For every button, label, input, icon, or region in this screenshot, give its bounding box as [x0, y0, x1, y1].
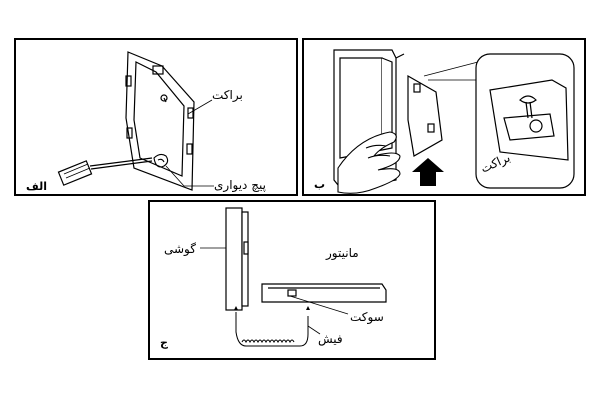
leader-lines-c	[200, 247, 349, 335]
panel-a-drawing	[57, 51, 214, 191]
monitor-device	[261, 283, 387, 303]
plug-label: فیش	[318, 332, 343, 346]
bracket-wall	[407, 74, 443, 157]
monitor-label: مانیتور	[326, 246, 359, 260]
panel-b-letter: ب	[314, 178, 326, 191]
handset-label: گوشی	[164, 242, 196, 256]
zoom-callout	[423, 61, 479, 81]
zoom-box	[475, 53, 575, 189]
panel-c: گوشی مانیتور سوکت فیش ج	[148, 200, 436, 360]
panel-b-drawing	[333, 49, 575, 194]
panel-a: براکت پیچ دیواری الف	[14, 38, 298, 196]
leader-lines	[165, 99, 214, 187]
coiled-cord	[235, 312, 309, 347]
screwdriver-icon	[57, 157, 153, 186]
panel-a-letter: الف	[26, 180, 48, 193]
bracket-label-a: براکت	[212, 88, 243, 102]
screw-hole	[153, 153, 169, 168]
panel-b: براکت ب	[302, 38, 586, 196]
hand-icon	[337, 131, 401, 194]
panel-c-letter: ج	[160, 336, 168, 349]
socket-label: سوکت	[350, 310, 384, 324]
handset-icon	[225, 207, 249, 311]
panel-c-drawing	[200, 207, 387, 347]
up-arrow-icon	[412, 158, 444, 186]
plug-arrows	[234, 306, 310, 310]
screw-label: پیچ دیواری	[214, 178, 266, 192]
bracket-plate	[125, 51, 195, 191]
